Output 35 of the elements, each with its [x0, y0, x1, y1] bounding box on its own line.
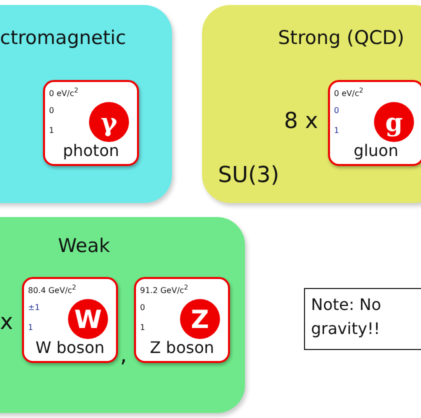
panel-note: SU(3): [218, 163, 280, 188]
mass-label: 80.4 GeV/c$^{2}$: [28, 286, 76, 295]
force-panel: [0, 5, 172, 203]
spin-label: 1: [140, 323, 146, 332]
particle-symbol: Z: [180, 299, 220, 339]
panel-note: 8 x: [284, 109, 318, 134]
panel-note: x: [0, 310, 14, 335]
mass-label: 0 eV/c$^{2}$: [49, 88, 78, 98]
panel-title: Strong (QCD): [278, 27, 404, 49]
mass-label: 0 eV/c$^{2}$: [334, 88, 364, 98]
panel-title: Weak: [58, 235, 110, 257]
particle-symbol: γ: [89, 102, 129, 142]
particle-card: [22, 277, 118, 363]
particle-symbol: g: [374, 102, 414, 142]
charge-label: 0: [140, 303, 146, 312]
particle-symbol: W: [68, 299, 108, 339]
particle-name: W boson: [34, 338, 106, 357]
particle-card: [134, 277, 230, 363]
particle-name: Z boson: [148, 338, 216, 357]
spin-label: 1: [49, 126, 54, 135]
particle-name: gluon: [352, 141, 400, 160]
panel-note: ,: [120, 343, 127, 368]
panel-title: ctromagnetic: [0, 27, 126, 49]
particle-card: [43, 80, 139, 166]
particle-card: [328, 80, 421, 166]
charge-label: 0: [49, 106, 54, 115]
note-box: Note: No gravity!!: [304, 288, 421, 350]
spin-label: 1: [28, 323, 34, 332]
spin-label: 1: [334, 126, 340, 135]
charge-label: 0: [334, 106, 340, 115]
particle-name: photon: [62, 141, 120, 160]
force-panel: [0, 217, 245, 413]
force-panel: [202, 5, 421, 203]
mass-label: 91.2 GeV/c$^{2}$: [140, 286, 188, 295]
charge-label: ±1: [28, 303, 40, 312]
